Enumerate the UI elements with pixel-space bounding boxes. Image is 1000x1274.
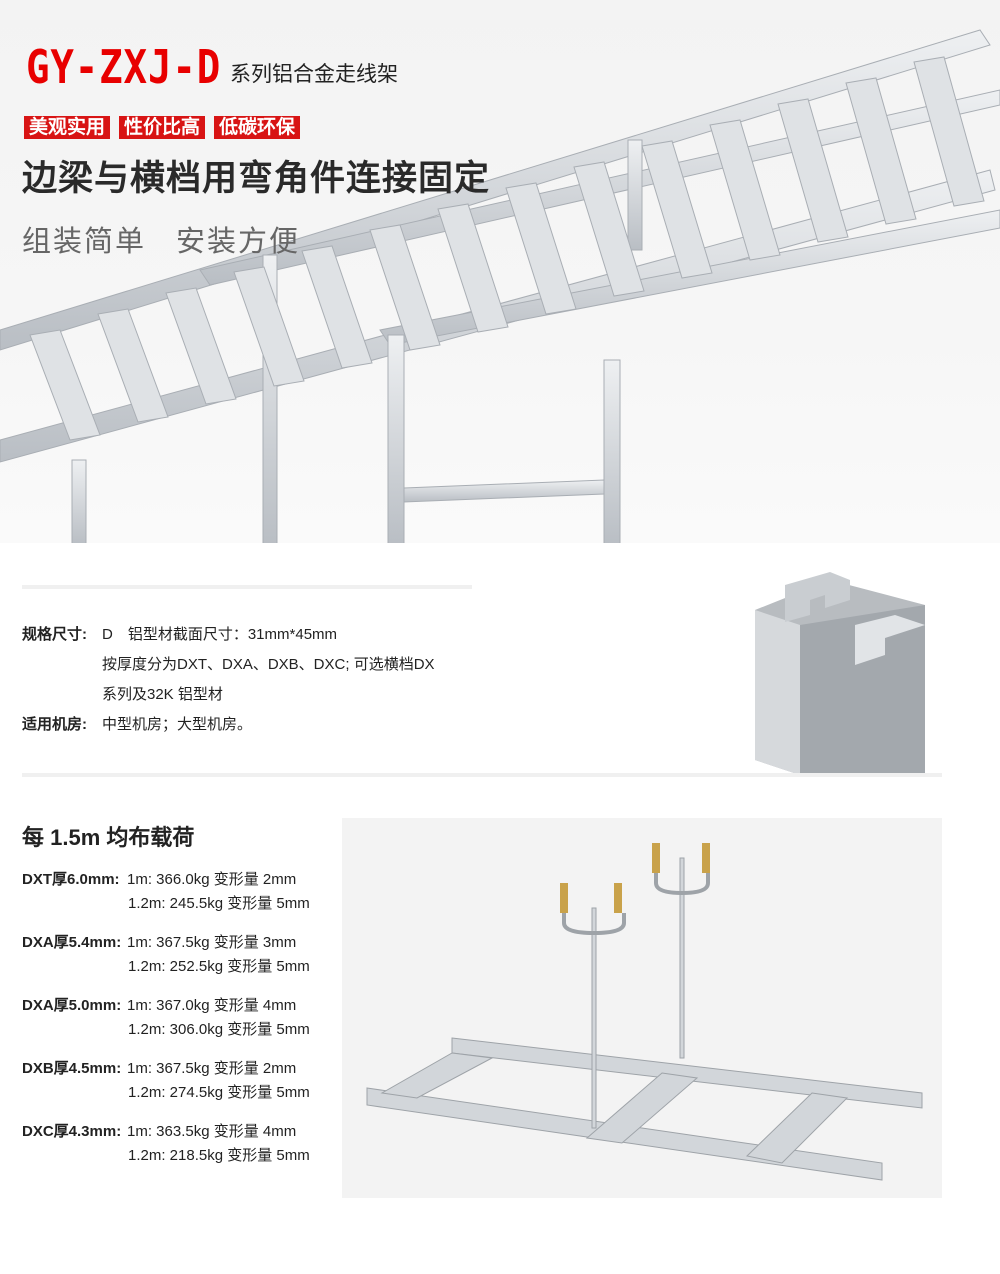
tray-rung xyxy=(369,224,441,351)
load-value: 1.2m: 306.0kg 变形量 5mm xyxy=(128,1021,310,1038)
subtitle: 组装简单安装方便 xyxy=(22,218,300,260)
feature-tag: 美观实用 xyxy=(24,116,111,139)
tray-rung xyxy=(845,77,917,225)
spec-room-label: 适用机房: xyxy=(22,716,87,733)
load-value: 1m: 367.5kg 变形量 2mm xyxy=(127,1060,297,1077)
spec-size-line: D 铝型材截面尺寸：31mm*45mm xyxy=(102,626,338,643)
load-value: 1m: 367.5kg 变形量 3mm xyxy=(127,934,297,951)
load-label: DXB厚4.5mm: xyxy=(22,1060,122,1077)
load-title: 每 1.5m 均布载荷 xyxy=(22,825,195,850)
divider xyxy=(22,773,942,777)
load-group: DXA厚5.4mm: 1m: 367.5kg 变形量 3mm 1.2m: 252.5… xyxy=(22,931,310,979)
load-label: DXT厚6.0mm: xyxy=(22,871,120,888)
load-value: 1.2m: 274.5kg 变形量 5mm xyxy=(128,1084,310,1101)
tray-rung xyxy=(641,140,713,279)
tray-rung xyxy=(437,203,509,333)
tray-rung xyxy=(29,329,101,441)
spec-size-line: 系列及32K 铝型材 xyxy=(102,686,223,703)
tray-rung xyxy=(505,182,577,315)
load-value: 1m: 367.0kg 变形量 4mm xyxy=(127,997,297,1014)
tray-rung xyxy=(777,98,849,243)
installation-photo xyxy=(342,818,942,1198)
tray-rung xyxy=(709,119,781,261)
load-group: DXA厚5.0mm: 1m: 367.0kg 变形量 4mm 1.2m: 306.0… xyxy=(22,994,310,1042)
spec-size-line: 按厚度分为DXT、DXA、DXB、DXC; 可选横档DX xyxy=(102,656,435,673)
series-name: 系列铝合金走线架 xyxy=(230,63,398,86)
tray-rung xyxy=(301,245,373,369)
divider xyxy=(22,585,472,589)
spec-size-label: 规格尺寸: xyxy=(22,626,87,643)
load-list: DXT厚6.0mm: 1m: 366.0kg 变形量 2mm 1.2m: 245.5… xyxy=(22,868,310,1183)
load-label: DXA厚5.0mm: xyxy=(22,997,122,1014)
tray-rung xyxy=(573,161,645,297)
subtitle-part: 组装简单 xyxy=(22,226,147,258)
spec-room-value: 中型机房；大型机房。 xyxy=(102,716,253,733)
headline: 边梁与横档用弯角件连接固定 xyxy=(22,159,491,198)
load-group: DXB厚4.5mm: 1m: 367.5kg 变形量 2mm 1.2m: 274.5… xyxy=(22,1057,310,1105)
feature-tag: 性价比高 xyxy=(119,116,206,139)
aluminum-profile-image xyxy=(755,572,925,775)
cable-tray-illustration xyxy=(0,29,1000,543)
tray-rung xyxy=(97,308,169,423)
feature-tags: 美观实用 性价比高 低碳环保 xyxy=(24,116,301,139)
tray-rung xyxy=(165,287,237,405)
model-number: GY-ZXJ-D xyxy=(26,40,222,94)
load-label: DXA厚5.4mm: xyxy=(22,934,122,951)
subtitle-part: 安装方便 xyxy=(176,226,301,258)
load-group: DXT厚6.0mm: 1m: 366.0kg 变形量 2mm 1.2m: 245.5… xyxy=(22,868,310,916)
load-group: DXC厚4.3mm: 1m: 363.5kg 变形量 4mm 1.2m: 218.5… xyxy=(22,1120,310,1168)
spec-section: 规格尺寸: D 铝型材截面尺寸：31mm*45mm 按厚度分为DXT、DXA、DX… xyxy=(22,620,435,740)
load-value: 1.2m: 252.5kg 变形量 5mm xyxy=(128,958,310,975)
load-value: 1.2m: 245.5kg 变形量 5mm xyxy=(128,895,310,912)
hero-banner: GY-ZXJ-D 系列铝合金走线架 美观实用 性价比高 低碳环保 边梁与横档用弯… xyxy=(0,0,1000,543)
load-value: 1m: 363.5kg 变形量 4mm xyxy=(127,1123,297,1140)
tray-rung xyxy=(233,266,305,387)
load-value: 1.2m: 218.5kg 变形量 5mm xyxy=(128,1147,310,1164)
tray-rung xyxy=(913,56,985,207)
load-value: 1m: 366.0kg 变形量 2mm xyxy=(127,871,297,888)
feature-tag: 低碳环保 xyxy=(214,116,301,139)
load-label: DXC厚4.3mm: xyxy=(22,1123,122,1140)
